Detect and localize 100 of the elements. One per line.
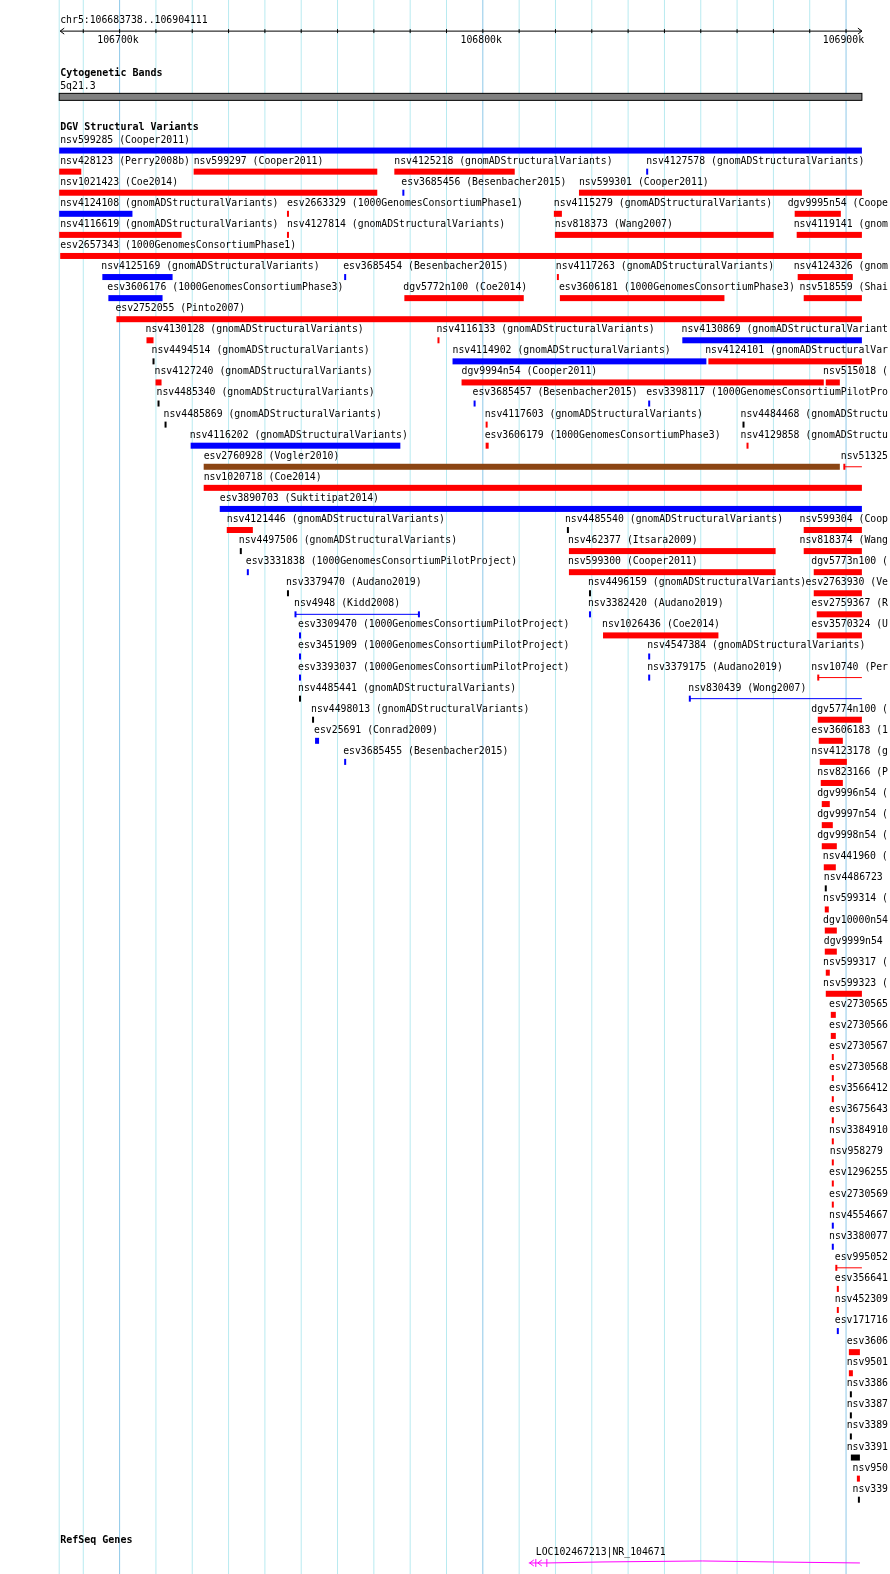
variant-label: nsv599317 ( bbox=[823, 955, 888, 968]
variant-label: esv356641 bbox=[834, 1271, 888, 1284]
variant-label: esv2752055 (Pinto2007) bbox=[115, 302, 246, 315]
variant-label: nsv3391 bbox=[846, 1440, 888, 1453]
variant-label: nsv4127240 (gnomADStructuralVariants) bbox=[154, 365, 373, 378]
variant-label: nsv3389 bbox=[846, 1419, 888, 1432]
variant-label: nsv4485340 (gnomADStructuralVariants) bbox=[156, 386, 375, 399]
variant-label: nsv4116202 (gnomADStructuralVariants) bbox=[189, 428, 408, 441]
variant-label: dgv9994n54 (Cooper2011) bbox=[461, 365, 598, 378]
variant-label: dgv5772n100 (Coe2014) bbox=[403, 281, 528, 294]
variant-label: esv25691 (Conrad2009) bbox=[314, 723, 438, 736]
variant-label: esv3393037 (1000GenomesConsortiumPilotProject) bbox=[298, 660, 570, 673]
variant-label: esv3685457 (Besenbacher2015) bbox=[472, 386, 638, 399]
variant-label: nsv599314 ( bbox=[823, 892, 888, 905]
variant-label: nsv1020718 (Coe2014) bbox=[203, 470, 322, 483]
variant-label: nsv518559 (Shai bbox=[799, 281, 888, 294]
variant-label: nsv4119141 (gnom bbox=[793, 217, 888, 230]
variant-label: nsv3379470 (Audano2019) bbox=[285, 576, 422, 589]
variant-label: nsv3387 bbox=[846, 1398, 888, 1411]
variant-label: nsv4117603 (gnomADStructuralVariants) bbox=[484, 407, 703, 420]
variant-label: nsv1021423 (Coe2014) bbox=[60, 175, 179, 188]
variant-label: esv995052 bbox=[834, 1250, 888, 1263]
tick-label: 106800k bbox=[460, 34, 502, 47]
variant-label: esv3606183 (1 bbox=[811, 723, 888, 736]
variant-label: dgv9998n54 ( bbox=[817, 829, 888, 842]
variant-label: nsv3380077 bbox=[829, 1229, 888, 1242]
variant-label: esv2763930 (Ve bbox=[805, 576, 888, 589]
variant-label: dgv10000n54 bbox=[823, 913, 888, 926]
variant-label: nsv4123178 (g bbox=[811, 744, 888, 757]
variant-label: esv3398117 (1000GenomesConsortiumPilotPro bbox=[646, 386, 888, 399]
variant-label: nsv4130869 (gnomADStructuralVariant bbox=[681, 323, 888, 336]
variant-label: nsv4554667 bbox=[829, 1208, 888, 1221]
variant-label: nsv4116619 (gnomADStructuralVariants) bbox=[60, 217, 279, 230]
variant-label: nsv950 bbox=[852, 1461, 888, 1474]
variant-label: nsv3379175 (Audano2019) bbox=[647, 660, 783, 673]
variant-label: esv2730566 bbox=[829, 1018, 888, 1031]
tick-label: 106700k bbox=[97, 34, 139, 47]
variant-label: nsv4484468 (gnomADStructu bbox=[740, 407, 888, 420]
variant-label: nsv818374 (Wang bbox=[799, 534, 888, 547]
variant-label: esv1296255 bbox=[829, 1166, 888, 1179]
variant-label: esv3331838 (1000GenomesConsortiumPilotProject) bbox=[245, 555, 518, 568]
variant-label: nsv4485441 (gnomADStructuralVariants) bbox=[298, 681, 517, 694]
variant-label: nsv4114902 (gnomADStructuralVariants) bbox=[452, 344, 671, 357]
variant-label: nsv428123 (Perry2008b) bbox=[60, 154, 190, 167]
variant-label: esv3606 bbox=[846, 1335, 888, 1348]
variant-label: dgv5774n100 ( bbox=[811, 702, 888, 715]
variant-label: nsv462377 (Itsara2009) bbox=[567, 534, 698, 547]
tick-label: 106900k bbox=[822, 34, 865, 47]
variant-label: esv2663329 (1000GenomesConsortiumPhase1) bbox=[286, 196, 523, 209]
variant-label: esv2730568 bbox=[829, 1061, 888, 1074]
variant-label: nsv10740 (Per bbox=[811, 660, 888, 673]
variant-label: esv3685455 (Besenbacher2015) bbox=[343, 744, 509, 757]
variant-label: esv3685454 (Besenbacher2015) bbox=[343, 260, 509, 272]
variant-label: esv2730569 bbox=[829, 1187, 888, 1200]
variant-label: nsv4124108 (gnomADStructuralVariants) bbox=[60, 196, 279, 209]
variant-label: nsv4547384 (gnomADStructuralVariants) bbox=[647, 639, 866, 652]
variant-label: nsv4485540 (gnomADStructuralVariants) bbox=[564, 512, 784, 525]
variant-label: nsv599304 (Coop bbox=[799, 512, 888, 525]
variant-label: nsv4127578 (gnomADStructuralVariants) bbox=[646, 154, 865, 167]
variant-label: esv3685456 (Besenbacher2015) bbox=[401, 175, 567, 188]
variant-label: nsv9501 bbox=[846, 1356, 888, 1369]
variant-label: esv2730567 bbox=[829, 1040, 888, 1052]
variant-label: nsv4494514 (gnomADStructuralVariants) bbox=[151, 344, 370, 357]
variant-label: nsv1026436 (Coe2014) bbox=[602, 618, 720, 631]
variant-label: dgv5773n100 ( bbox=[811, 555, 888, 568]
band-label: 5q21.3 bbox=[60, 80, 96, 93]
variant-label: nsv4125218 (gnomADStructuralVariants) bbox=[394, 154, 613, 167]
variant-label: esv171716 bbox=[834, 1314, 888, 1327]
variant-label: esv3675643 bbox=[829, 1103, 888, 1116]
variant-label: nsv3382420 (Audano2019) bbox=[587, 597, 724, 610]
position-label: chr5:106683738..106904111 bbox=[60, 14, 208, 27]
variant-label: dgv9995n54 (Coope bbox=[787, 196, 888, 209]
variant-label: dgv9996n54 ( bbox=[817, 787, 888, 799]
variant-label: nsv823166 (P bbox=[817, 765, 888, 778]
variant-label: dgv9999n54 bbox=[823, 934, 883, 947]
variant-label: esv2759367 (R bbox=[811, 597, 888, 610]
variant-label: nsv3384910 bbox=[829, 1124, 888, 1137]
variant-label: nsv4115279 (gnomADStructuralVariants) bbox=[553, 196, 773, 209]
track-title: DGV Structural Variants bbox=[60, 121, 199, 134]
variant-label: esv3606176 (1000GenomesConsortiumPhase3) bbox=[107, 281, 344, 294]
variant-label: nsv515018 ( bbox=[823, 365, 888, 378]
variant-label: esv3451909 (1000GenomesConsortiumPilotProject) bbox=[298, 639, 570, 652]
variant-label: nsv958279 bbox=[829, 1145, 883, 1158]
variant-label: nsv339 bbox=[852, 1482, 888, 1495]
track-title: RefSeq Genes bbox=[60, 1533, 133, 1546]
variant-label: esv2657343 (1000GenomesConsortiumPhase1) bbox=[60, 238, 297, 251]
variant-label: nsv441960 ( bbox=[822, 850, 888, 863]
variant-label: nsv4129858 (gnomADStructu bbox=[740, 428, 888, 441]
variant-label: nsv599285 (Cooper2011) bbox=[60, 133, 190, 146]
variant-label: nsv51325 bbox=[840, 449, 888, 462]
variant-label: nsv4486723 bbox=[823, 871, 883, 884]
variant-label: esv3566412 bbox=[829, 1082, 888, 1095]
variant-label: nsv4127814 (gnomADStructuralVariants) bbox=[286, 217, 506, 230]
variant-label: esv3606181 (1000GenomesConsortiumPhase3) bbox=[558, 281, 795, 294]
variant-label: nsv4125169 (gnomADStructuralVariants) bbox=[101, 260, 320, 272]
variant-label: nsv4124101 (gnomADStructuralVar bbox=[705, 344, 888, 357]
variant-label: esv2760928 (Vogler2010) bbox=[203, 449, 340, 462]
track-title: Cytogenetic Bands bbox=[60, 67, 163, 80]
variant-label: dgv9997n54 ( bbox=[817, 808, 888, 821]
variant-label: nsv4130128 (gnomADStructuralVariants) bbox=[145, 323, 364, 336]
